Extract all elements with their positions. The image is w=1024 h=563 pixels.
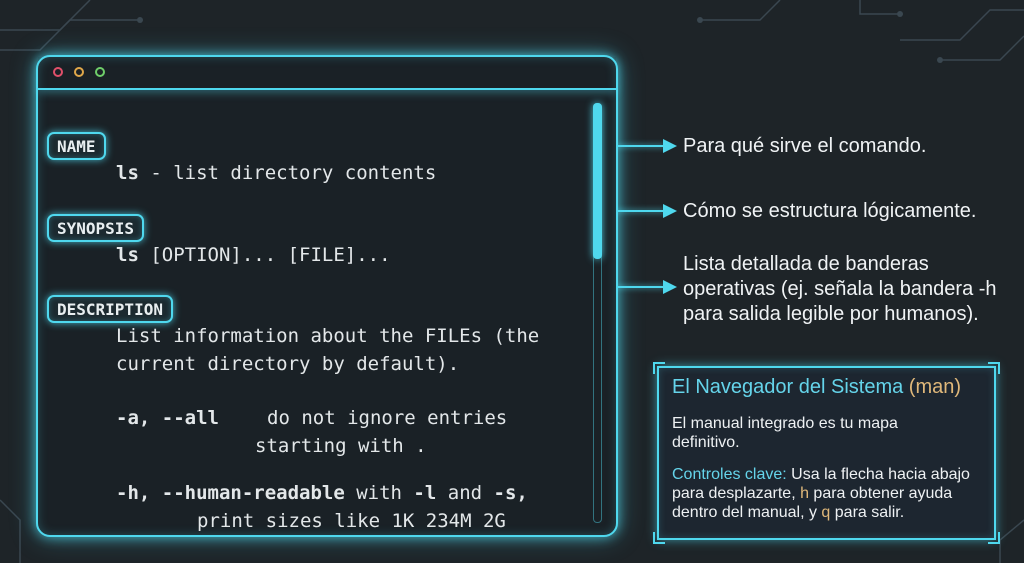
info-box-controls: Controles clave: Usa la flecha hacia aba…: [672, 465, 970, 522]
info-box-title: El Navegador del Sistema (man): [672, 376, 961, 399]
controls-line-1: Controles clave: Usa la flecha hacia aba…: [672, 465, 970, 484]
controls-line-2: para desplazarte, h para obtener ayuda: [672, 484, 970, 503]
option-a-flag-text: -a, --all: [116, 407, 219, 429]
info-title-text: El Navegador del Sistema: [672, 376, 904, 398]
synopsis-annotation: Cómo se estructura lógicamente.: [683, 200, 977, 222]
maximize-dot-icon[interactable]: [95, 67, 105, 77]
controls-line-1-text: Usa la flecha hacia abajo: [786, 466, 970, 483]
option-l-flag: -l: [413, 482, 437, 504]
info-title-paren-open: (: [903, 376, 916, 398]
name-annotation: Para qué sirve el comando.: [683, 135, 927, 157]
info-box-body: El manual integrado es tu mapa definitiv…: [672, 414, 898, 452]
synopsis-arguments: [OPTION]... [FILE]...: [138, 244, 391, 266]
option-h-text-2: print sizes like 1K 234M 2G: [197, 510, 506, 532]
window-title-bar: [38, 57, 616, 90]
vertical-scrollbar[interactable]: [593, 103, 602, 523]
description-text-line-2: current directory by default).: [116, 353, 460, 375]
controls-line-2-text-a: para desplazarte,: [672, 485, 801, 502]
name-section-heading: NAME: [47, 132, 106, 160]
option-a-flag: -a, --all: [116, 407, 219, 429]
corner-bracket-icon: [988, 532, 1000, 544]
info-box: El Navegador del Sistema (man) El manual…: [653, 362, 1000, 544]
description-section-heading: DESCRIPTION: [47, 295, 173, 323]
description-arrow-icon: [663, 280, 677, 294]
synopsis-section-heading: SYNOPSIS: [47, 214, 145, 242]
controls-line-2-text-b: para obtener ayuda: [808, 485, 953, 502]
description-annotation-line-1: Lista detallada de banderas: [683, 253, 929, 275]
controls-label: Controles clave:: [672, 466, 787, 483]
name-arrow-icon: [663, 139, 677, 153]
synopsis-line: ls [OPTION]... [FILE]...: [116, 244, 391, 266]
corner-bracket-icon: [653, 362, 665, 374]
option-h-flag: -h, --human-readable: [116, 482, 345, 504]
controls-line-3: dentro del manual, y q para salir.: [672, 503, 970, 522]
scrollbar-thumb[interactable]: [593, 103, 602, 259]
name-command: ls: [116, 162, 139, 184]
description-text-line-1: List information about the FILEs (the: [116, 325, 540, 347]
controls-line-3-text-a: dentro del manual, y: [672, 504, 822, 521]
name-description: - list directory contents: [138, 162, 437, 184]
info-body-line-2: definitivo.: [672, 434, 740, 451]
close-dot-icon[interactable]: [53, 67, 63, 77]
synopsis-arrow-icon: [663, 204, 677, 218]
synopsis-command: ls: [116, 244, 139, 266]
description-annotation-line-2: operativas (ej. señala la bandera -h: [683, 278, 997, 300]
quit-key: q: [821, 504, 831, 521]
description-annotation-line-3: para salida legible por humanos).: [683, 303, 979, 325]
corner-bracket-icon: [988, 362, 1000, 374]
help-key: h: [800, 485, 809, 502]
option-h-and: and: [436, 482, 494, 504]
name-line: ls - list directory contents: [116, 162, 436, 184]
option-a-text-1: do not ignore entries: [267, 407, 508, 429]
controls-line-3-text-b: para salir.: [830, 504, 905, 521]
option-h-with: with: [344, 482, 414, 504]
minimize-dot-icon[interactable]: [74, 67, 84, 77]
option-a-text-2: starting with .: [255, 435, 427, 457]
option-s-flag: -s,: [493, 482, 528, 504]
info-title-command: man: [915, 376, 955, 398]
info-body-line-1: El manual integrado es tu mapa: [672, 415, 898, 432]
info-title-paren-close: ): [954, 376, 962, 398]
option-h-line: -h, --human-readable with -l and -s,: [116, 482, 528, 504]
corner-bracket-icon: [653, 532, 665, 544]
